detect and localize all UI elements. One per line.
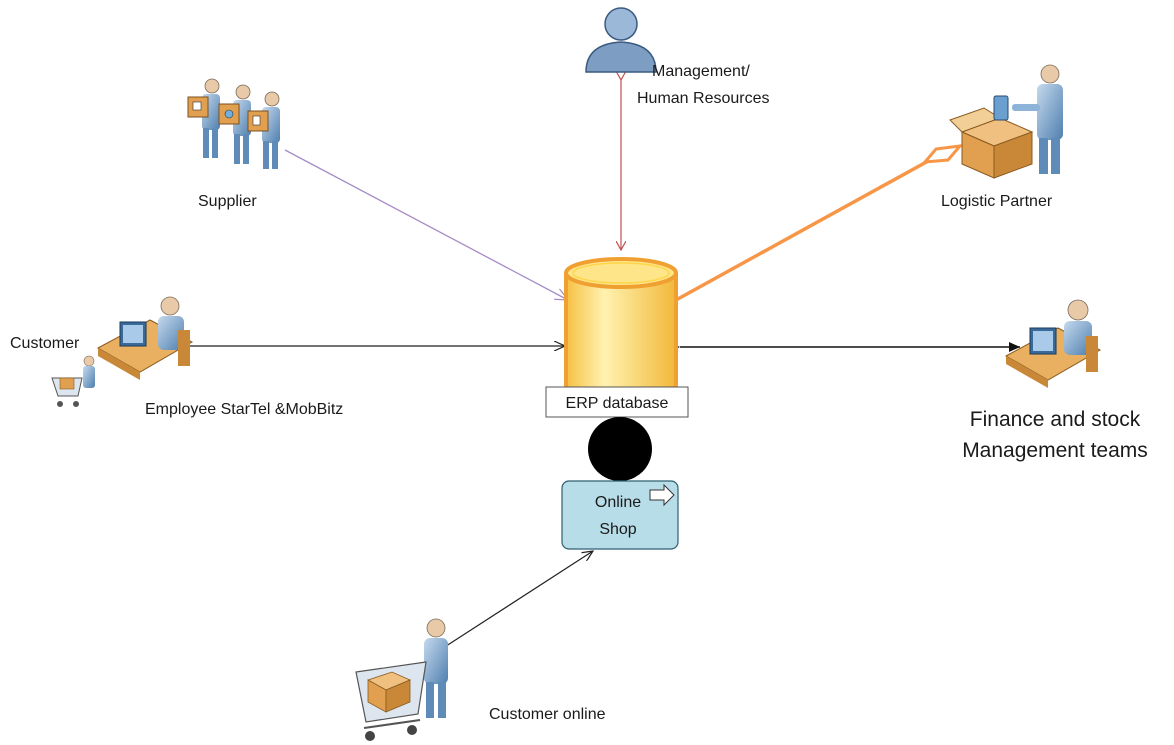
finance-label-line2: Management teams xyxy=(962,439,1148,462)
junction-circle xyxy=(588,417,652,481)
customer-online-label: Customer online xyxy=(489,706,606,723)
logistic-label: Logistic Partner xyxy=(941,193,1053,210)
supplier-label: Supplier xyxy=(198,193,257,210)
erp-label: ERP database xyxy=(566,395,669,412)
online-shop-label-line1: Online xyxy=(595,494,641,511)
erp-database-cylinder-icon xyxy=(564,257,678,401)
logistic-connector xyxy=(675,158,931,302)
customer-online-cart-icon xyxy=(355,618,448,741)
logistic-diamond xyxy=(921,144,964,164)
management-label-line1: Management/ xyxy=(652,63,750,80)
right-arrow-icon xyxy=(649,483,675,507)
supplier-connector xyxy=(284,149,568,300)
erp-label-box xyxy=(545,386,689,418)
person-silhouette-icon xyxy=(585,7,657,73)
customer-label: Customer xyxy=(10,335,80,352)
management-label-line2: Human Resources xyxy=(637,90,770,107)
supplier-people-with-boxes-icon xyxy=(187,78,280,169)
online-shop-box[interactable]: Online Shop xyxy=(561,480,679,550)
finance-person-at-computer-icon xyxy=(1004,299,1102,388)
online-shop-label-line2: Shop xyxy=(599,521,636,538)
person-at-computer-icon xyxy=(96,296,194,380)
finance-label-line1: Finance and stock xyxy=(970,408,1141,431)
employee-label: Employee StarTel &MobBitz xyxy=(145,401,343,418)
customer-online-connector xyxy=(439,551,593,651)
person-with-package-icon xyxy=(949,64,1063,179)
shopping-cart-person-icon xyxy=(51,355,95,407)
